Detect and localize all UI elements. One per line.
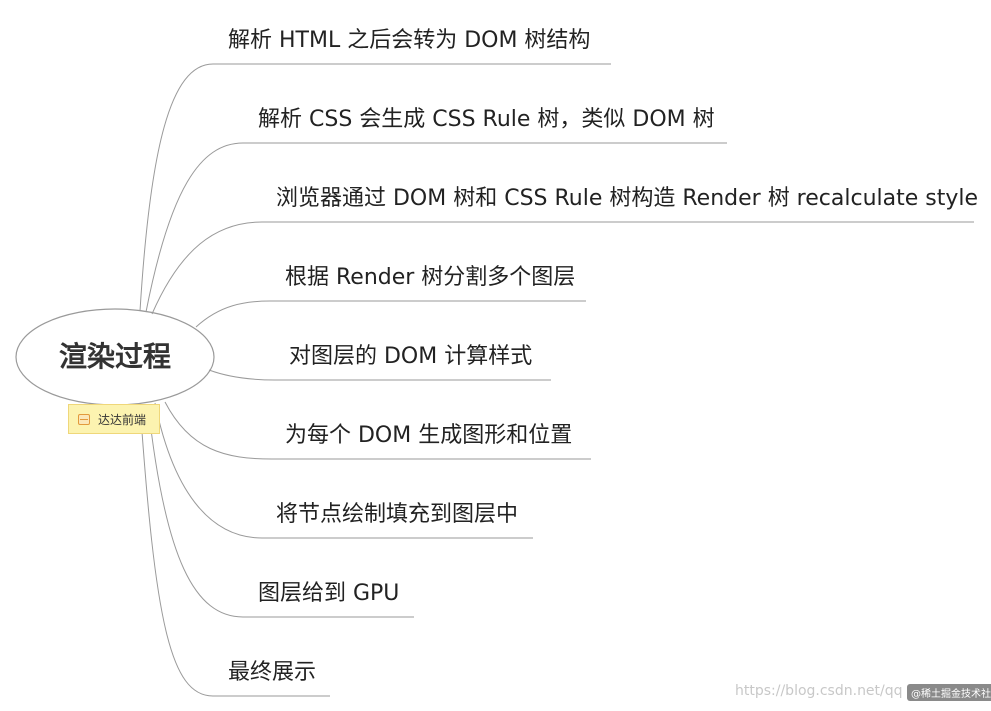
branch-label-5: 对图层的 DOM 计算样式 (289, 344, 533, 369)
branch-label-2: 解析 CSS 会生成 CSS Rule 树，类似 DOM 树 (258, 107, 715, 132)
branch-connector-1 (139, 63, 214, 312)
watermark-badge: @稀土掘金技术社区 (907, 684, 991, 701)
note-icon (78, 413, 90, 425)
author-tag: 达达前端 (68, 404, 160, 434)
branch-label-1: 解析 HTML 之后会转为 DOM 树结构 (228, 28, 591, 53)
branch-connector-3 (151, 221, 263, 315)
branch-connector-4 (195, 300, 271, 328)
branch-connector-9 (139, 403, 214, 697)
root-node-label: 渲染过程 (58, 340, 171, 373)
branch-label-9: 最终展示 (228, 660, 317, 685)
branch-connector-2 (145, 142, 244, 313)
branch-label-3: 浏览器通过 DOM 树和 CSS Rule 树构造 Render 树 recal… (276, 186, 979, 211)
author-tag-label: 达达前端 (98, 412, 147, 427)
branch-label-4: 根据 Render 树分割多个图层 (285, 265, 576, 290)
branch-label-6: 为每个 DOM 生成图形和位置 (285, 423, 573, 448)
branch-connector-7 (154, 402, 263, 539)
branch-connector-5 (208, 369, 276, 381)
branch-connector-8 (147, 403, 244, 618)
branch-label-7: 将节点绘制填充到图层中 (276, 502, 519, 527)
branch-label-8: 图层给到 GPU (258, 581, 400, 606)
watermark-url: https://blog.csdn.net/qq (735, 683, 903, 699)
branch-connector-6 (164, 401, 273, 460)
